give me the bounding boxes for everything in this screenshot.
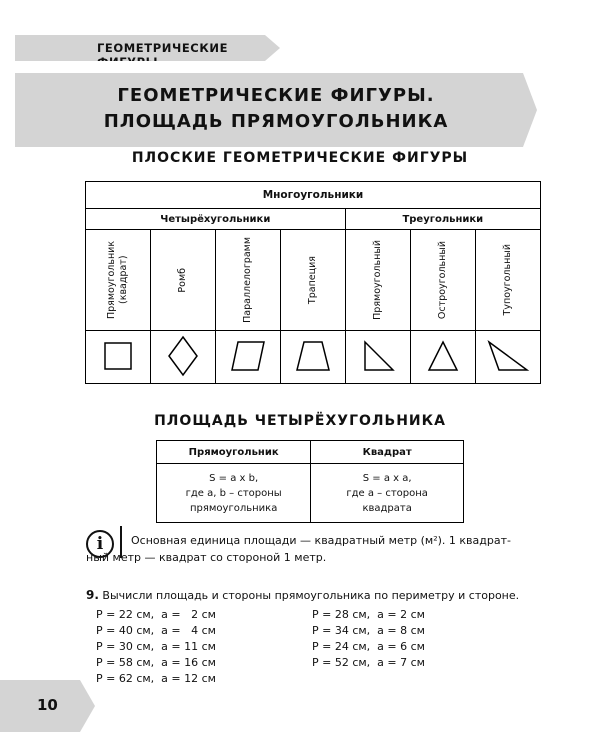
square-formula: S = a x a, где a – сторона квадрата	[310, 463, 464, 523]
rectangle-header: Прямоугольник	[155, 440, 312, 464]
task-item: P = 40 см, а = 4 см	[96, 624, 216, 637]
task-item: P = 58 см, а = 16 см	[96, 656, 216, 669]
quadrilaterals-header: Четырёхугольники	[85, 208, 346, 230]
formula-line: где a – сторона	[346, 487, 428, 499]
task-column-left: P = 22 см, а = 2 см P = 40 см, а = 4 см …	[96, 607, 216, 687]
column-rectangle: Прямоугольник (квадрат)	[85, 229, 151, 331]
section-tab: ГЕОМЕТРИЧЕСКИЕ ФИГУРЫ	[15, 35, 280, 61]
title-banner: ГЕОМЕТРИЧЕСКИЕ ФИГУРЫ. ПЛОЩАДЬ ПРЯМОУГОЛ…	[15, 73, 537, 147]
column-rhombus: Ромб	[149, 229, 216, 331]
page-title-line2: ПЛОЩАДЬ ПРЯМОУГОЛЬНИКА	[103, 111, 449, 132]
column-label: Ромб	[176, 267, 188, 293]
trapezoid-shape	[295, 340, 330, 371]
column-label: Тупоугольный	[501, 244, 513, 316]
task-item: P = 30 см, а = 11 см	[96, 640, 216, 653]
obtuse-triangle-shape	[487, 339, 530, 371]
column-label: Прямоугольник (квадрат)	[105, 240, 129, 320]
column-label: Параллелограмм	[241, 237, 253, 323]
page-number-tab: 10	[0, 680, 95, 732]
column-label: Трапеция	[306, 255, 318, 305]
page-title-line1: ГЕОМЕТРИЧЕСКИЕ ФИГУРЫ.	[117, 85, 435, 106]
task-item: P = 28 см, а = 2 см	[312, 608, 425, 621]
page-number: 10	[37, 696, 58, 714]
task-number: 9.	[86, 588, 99, 602]
info-text-line1: Основная единица площади — квадратный ме…	[131, 534, 511, 547]
triangles-header: Треугольники	[344, 208, 542, 230]
column-label: Остроугольный	[436, 240, 448, 320]
info-icon: i	[86, 530, 114, 558]
column-parallelogram: Параллелограмм	[214, 229, 281, 331]
formula-line: S = a x b,	[209, 472, 259, 484]
area-table: Прямоугольник Квадрат S = a x b, где a, …	[155, 440, 464, 523]
task-statement: 9. Вычисли площадь и стороны прямоугольн…	[86, 588, 519, 602]
rhombus-shape	[167, 335, 198, 376]
formula-line: прямоугольника	[189, 502, 278, 514]
task-column-right: P = 28 см, а = 2 см P = 34 см, а = 8 см …	[312, 607, 425, 671]
formula-line: где a, b – стороны	[185, 487, 282, 499]
info-divider	[120, 526, 122, 558]
column-label: Прямоугольный	[371, 240, 383, 320]
formula-line: S = a x a,	[362, 472, 412, 484]
formula-line: квадрата	[362, 502, 412, 514]
task-item: P = 22 см, а = 2 см	[96, 608, 216, 621]
square-header: Квадрат	[310, 440, 464, 464]
polygons-header: Многоугольники	[85, 181, 541, 209]
column-trapezoid: Трапеция	[279, 229, 346, 331]
task-item: P = 24 см, а = 6 см	[312, 640, 425, 653]
info-text-line2: ный метр — квадрат со стороной 1 метр.	[86, 551, 327, 564]
right-triangle-shape	[363, 339, 395, 371]
square-shape	[104, 341, 132, 370]
shapes-table: Многоугольники Четырёхугольники Треуголь…	[85, 181, 542, 384]
parallelogram-shape	[230, 340, 265, 371]
column-acute-triangle: Остроугольный	[409, 229, 476, 331]
section-tab-label: ГЕОМЕТРИЧЕСКИЕ ФИГУРЫ	[97, 41, 229, 69]
column-obtuse-triangle: Тупоугольный	[474, 229, 542, 331]
task-item: P = 34 см, а = 8 см	[312, 624, 425, 637]
task-item: P = 62 см, а = 12 см	[96, 672, 216, 685]
section1-heading: ПЛОСКИЕ ГЕОМЕТРИЧЕСКИЕ ФИГУРЫ	[131, 150, 469, 166]
task-text: Вычисли площадь и стороны прямоугольника…	[102, 589, 520, 602]
section2-heading: ПЛОЩАДЬ ЧЕТЫРЁХУГОЛЬНИКА	[154, 413, 446, 429]
task-item: P = 52 см, а = 7 см	[312, 656, 425, 669]
column-right-triangle: Прямоугольный	[344, 229, 411, 331]
rectangle-formula: S = a x b, где a, b – стороны прямоуголь…	[155, 463, 312, 523]
acute-triangle-shape	[427, 339, 458, 371]
